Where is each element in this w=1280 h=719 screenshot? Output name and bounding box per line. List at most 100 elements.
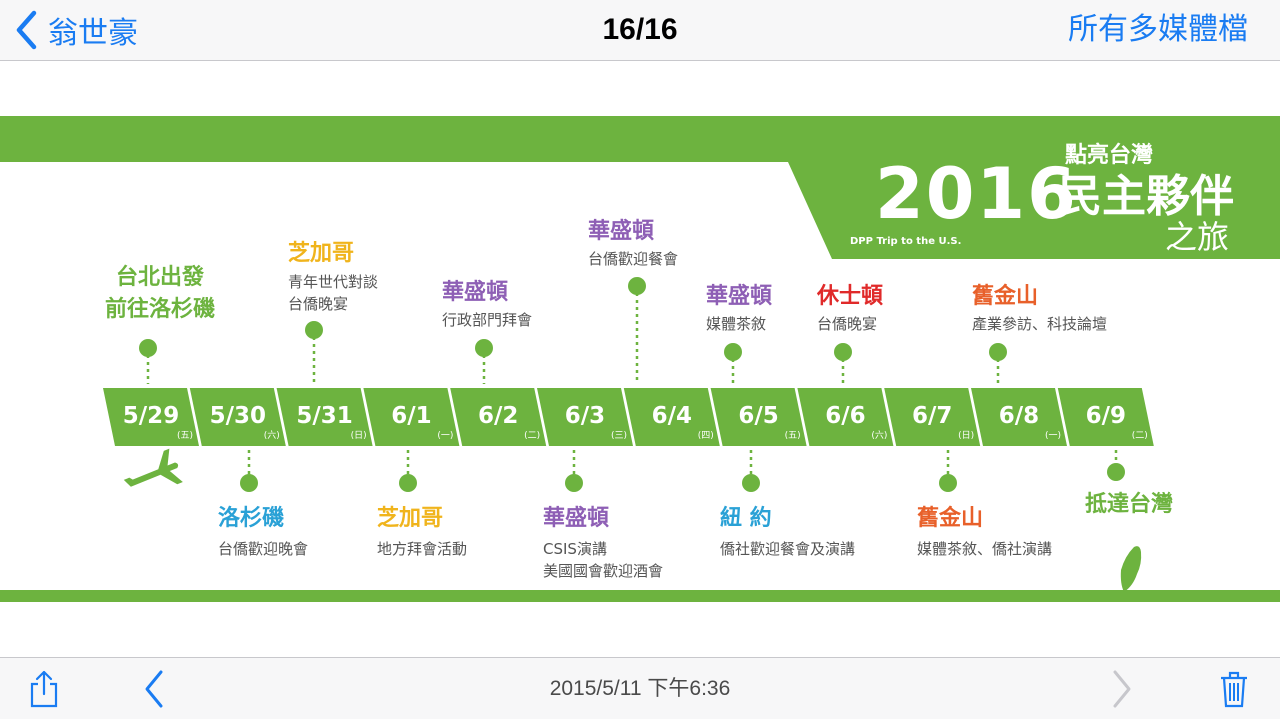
day-segment [623, 388, 720, 446]
event-text: 媒體茶敘 [706, 315, 766, 333]
day-date: 6/2 [478, 403, 518, 429]
event-text: 青年世代對談 [288, 273, 378, 291]
navigation-bar: 翁世豪 16/16 所有多媒體檔 [0, 0, 1280, 61]
event-text: 台僑晚宴 [817, 315, 877, 333]
timeline-day-3: 6/1(一) [363, 388, 460, 446]
itinerary-poster: 2016 點亮台灣 民主夥伴 之旅 DPP Trip to the U.S. 5… [0, 116, 1280, 602]
event-text: 芝加哥 [377, 505, 443, 531]
all-media-button[interactable]: 所有多媒體檔 [1068, 12, 1248, 47]
day-date: 6/6 [825, 403, 865, 429]
day-date: 6/7 [912, 403, 952, 429]
timeline: 5/29(五)5/30(六)5/31(日)6/1(一)6/2(二)6/3(三)6… [103, 388, 1154, 446]
day-segment [189, 388, 286, 446]
event-text: 芝加哥 [288, 240, 354, 266]
event-text: 前往洛杉磯 [105, 296, 215, 322]
chevron-right-icon [1113, 670, 1131, 708]
event-text: 華盛頓 [706, 283, 772, 309]
day-segment [450, 388, 547, 446]
chevron-left-icon [16, 10, 37, 50]
day-segment [971, 388, 1067, 446]
day-date: 5/30 [210, 403, 266, 429]
timeline-day-1: 5/30(六) [189, 388, 286, 446]
day-segment [797, 388, 894, 446]
poster-bottom-stripe [0, 590, 1280, 602]
event-text: 華盛頓 [442, 279, 508, 305]
day-segment [710, 388, 807, 446]
day-date: 6/4 [652, 403, 692, 429]
day-segment [1057, 388, 1154, 446]
timeline-events: 台北出發前往洛杉磯芝加哥青年世代對談台僑晚宴華盛頓行政部門拜會華盛頓台僑歡迎餐會… [105, 218, 1173, 580]
event-text: 紐 約 [720, 505, 772, 531]
day-weekday: (五) [177, 431, 193, 441]
day-weekday: (日) [351, 430, 367, 441]
timeline-day-11: 6/9(二) [1057, 388, 1154, 446]
event-dot [305, 321, 323, 339]
trash-icon [1221, 671, 1247, 708]
event-text: 華盛頓 [543, 505, 609, 531]
logo-line2: 民主夥伴 [1058, 171, 1234, 222]
event-text: 台北出發 [116, 264, 204, 290]
airplane-icon [123, 448, 183, 487]
event-dot [742, 474, 760, 492]
event-text: 美國國會歡迎酒會 [543, 562, 663, 580]
day-segment [537, 388, 633, 446]
timeline-day-4: 6/2(二) [450, 388, 547, 446]
event-dot [834, 343, 852, 361]
day-date: 6/8 [999, 403, 1039, 429]
back-button[interactable]: 翁世豪 [14, 8, 138, 52]
day-date: 5/29 [123, 403, 179, 429]
event-dot [399, 474, 417, 492]
event-dot [939, 474, 957, 492]
day-segment [363, 388, 460, 446]
event-text: 華盛頓 [588, 218, 654, 244]
page-title: 16/16 [602, 13, 678, 46]
logo-line1: 點亮台灣 [1065, 142, 1153, 168]
event-text: 台僑歡迎晚會 [218, 540, 308, 558]
day-date: 5/31 [296, 403, 352, 429]
event-dot [475, 339, 493, 357]
timeline-day-0: 5/29 (五) [103, 388, 199, 446]
logo-line3: 之旅 [1165, 218, 1229, 256]
event-below-d11: 抵達台灣 [1085, 450, 1173, 517]
event-dot [628, 277, 646, 295]
event-text: 行政部門拜會 [442, 311, 532, 329]
previous-button[interactable] [130, 666, 178, 712]
timeline-day-2: 5/31(日) [276, 388, 373, 446]
day-segment [276, 388, 373, 446]
timeline-day-6: 6/4 (四) [623, 388, 720, 446]
day-weekday: (六) [871, 429, 887, 441]
event-dot [240, 474, 258, 492]
back-button-label: 翁世豪 [48, 16, 138, 51]
event-dot [565, 474, 583, 492]
day-date: 6/1 [391, 403, 431, 429]
chevron-left-icon [145, 670, 163, 708]
photo-viewer[interactable]: 2016 點亮台灣 民主夥伴 之旅 DPP Trip to the U.S. 5… [0, 61, 1280, 657]
event-text: 台僑晚宴 [288, 295, 348, 313]
day-weekday: (四) [698, 431, 714, 441]
share-button[interactable] [20, 666, 68, 712]
event-text: 抵達台灣 [1085, 491, 1173, 517]
event-dot [1107, 463, 1125, 481]
logo-year: 2016 [875, 153, 1078, 235]
event-text: 僑社歡迎餐會及演講 [720, 540, 855, 558]
event-dot [139, 339, 157, 357]
delete-button[interactable] [1210, 666, 1258, 712]
day-weekday: (五) [785, 431, 801, 441]
logo-subtitle: DPP Trip to the U.S. [850, 236, 961, 247]
taiwan-island-icon [1120, 546, 1142, 592]
event-text: CSIS演講 [543, 540, 607, 558]
bottom-toolbar: 2015/5/11 下午6:36 [0, 657, 1280, 719]
day-weekday: (六) [264, 429, 280, 441]
next-button[interactable] [1098, 666, 1146, 712]
event-text: 舊金山 [972, 283, 1038, 309]
day-segment [103, 388, 199, 446]
timeline-day-10: 6/8(一) [971, 388, 1067, 446]
